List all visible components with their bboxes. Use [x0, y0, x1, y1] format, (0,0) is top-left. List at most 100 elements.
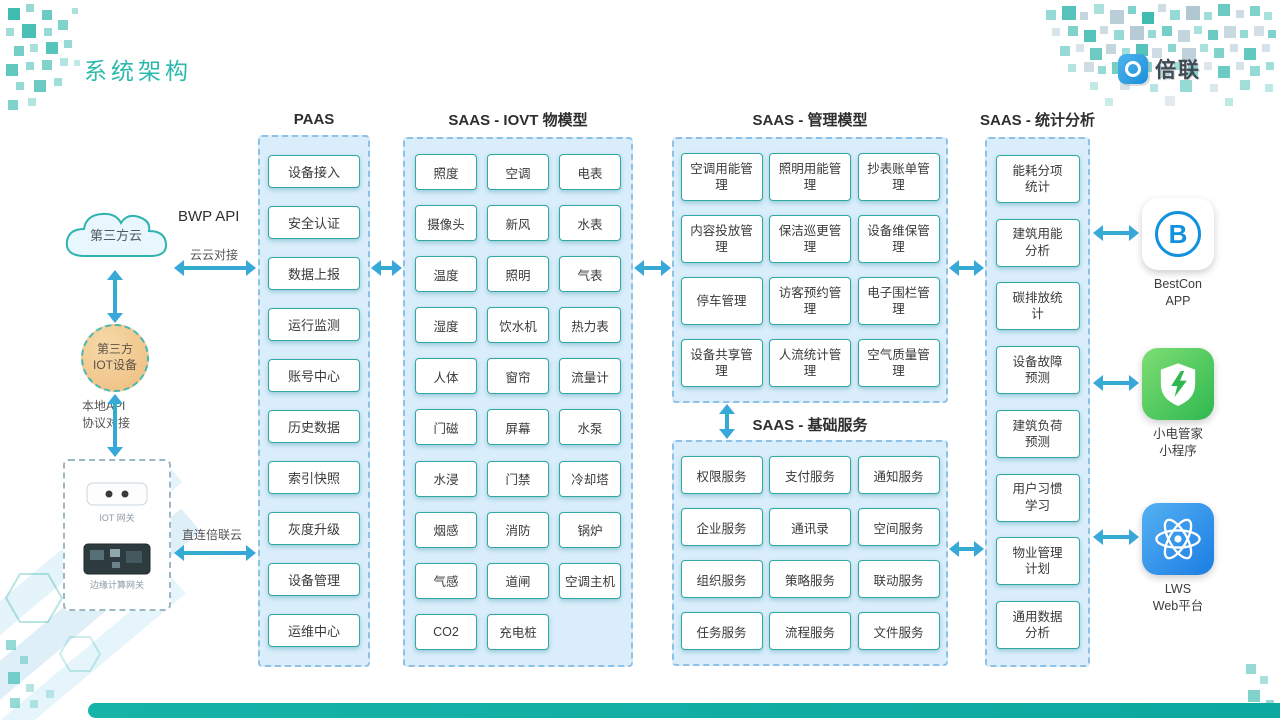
- mgmt-item: 空气质量管理: [857, 339, 940, 387]
- page-title: 系统架构: [84, 58, 192, 84]
- paas-panel: 设备接入安全认证数据上报运行监测账号中心历史数据索引快照灰度升级设备管理运维中心: [258, 135, 370, 667]
- arrow-mgmt-basic: [719, 404, 735, 439]
- stats-item: 建筑负荷预测: [995, 409, 1080, 458]
- bwp-api-label: BWP API: [178, 208, 240, 225]
- mgmt-item: 设备维保管理: [857, 215, 940, 263]
- mgmt-item: 空调用能管理: [680, 153, 763, 201]
- paas-item: 账号中心: [268, 359, 360, 392]
- brand-icon: [1118, 54, 1148, 84]
- gateway-box: IOT 网关 边缘计算网关: [63, 459, 171, 611]
- basic-item: 流程服务: [769, 612, 851, 650]
- bestcon-label-line2: APP: [1165, 293, 1191, 308]
- edge-gateway-label: 边缘计算网关: [89, 580, 144, 590]
- basic-panel: 权限服务支付服务通知服务企业服务通讯录空间服务组织服务策略服务联动服务任务服务流…: [672, 440, 948, 666]
- iovt-item: 烟感: [415, 511, 477, 548]
- paas-item: 设备管理: [268, 563, 360, 596]
- basic-item: 联动服务: [857, 560, 940, 598]
- stats-item: 设备故障预测: [995, 346, 1080, 395]
- paas-item: 安全认证: [268, 206, 360, 239]
- mgmt-item: 电子围栏管理: [857, 277, 940, 325]
- basic-item: 空间服务: [857, 508, 940, 546]
- iovt-item: 照明: [487, 256, 549, 293]
- iovt-item: 新风: [487, 205, 549, 242]
- iovt-header: SAAS - IOVT 物模型: [448, 112, 588, 129]
- iovt-item: 道闸: [487, 562, 549, 599]
- lws-label-line1: LWS: [1164, 582, 1192, 596]
- mgmt-header: SAAS - 管理模型: [752, 112, 868, 129]
- stats-header: SAAS - 统计分析: [980, 112, 1096, 129]
- paas-item: 设备接入: [268, 155, 360, 188]
- iovt-item: 屏幕: [487, 409, 549, 446]
- bestcon-app-icon: B: [1142, 198, 1214, 270]
- arrow-cloud-paas: [174, 260, 256, 276]
- basic-item: 策略服务: [769, 560, 851, 598]
- iovt-item: 冷却塔: [559, 460, 621, 497]
- iovt-item: 门禁: [487, 460, 549, 497]
- cloud-shape: [65, 212, 168, 257]
- iovt-item: 湿度: [415, 307, 477, 344]
- brand-name: 倍联: [1155, 59, 1201, 82]
- arrow-stats-lws: [1093, 529, 1139, 545]
- xiaodian-label-line1: 小电管家: [1152, 427, 1203, 441]
- iovt-panel: 照度空调电表摄像头新风水表温度照明气表湿度饮水机热力表人体窗帘流量计门磁屏幕水泵…: [403, 137, 633, 667]
- edge-gateway: 边缘计算网关: [82, 542, 152, 591]
- arrow-iovt-mgmt: [634, 260, 671, 276]
- paas-item: 运行监测: [268, 308, 360, 341]
- iovt-item: 电表: [559, 154, 621, 191]
- iovt-item: 充电桩: [487, 613, 549, 650]
- basic-item: 权限服务: [680, 456, 763, 494]
- shield-lightning-icon: [1160, 363, 1196, 406]
- bestcon-app-label: BestCon APP: [1138, 276, 1218, 310]
- stats-panel: 能耗分项统计建筑用能分析碳排放统计设备故障预测建筑负荷预测用户习惯学习物业管理计…: [985, 137, 1090, 667]
- iot-gateway-image: [86, 482, 148, 506]
- paas-item: 历史数据: [268, 410, 360, 443]
- bestcon-label-line1: BestCon: [1154, 277, 1202, 291]
- stats-item: 物业管理计划: [995, 537, 1080, 586]
- mgmt-item: 停车管理: [680, 277, 763, 325]
- arrow-stats-bestcon: [1093, 225, 1139, 241]
- iovt-item: 气感: [415, 562, 477, 599]
- local-api-line2: 协议对接: [82, 416, 131, 431]
- cloud-link-label: 云云对接: [190, 248, 239, 262]
- xiaodian-label-line2: 小程序: [1159, 443, 1197, 458]
- xiaodian-app-icon: [1142, 348, 1214, 420]
- arrow-gateway-paas: [174, 545, 256, 561]
- basic-item: 通知服务: [857, 456, 940, 494]
- paas-item: 灰度升级: [268, 512, 360, 545]
- atom-icon: [1155, 518, 1201, 560]
- paas-item: 索引快照: [268, 461, 360, 494]
- iovt-item: 摄像头: [415, 205, 477, 242]
- iovt-item: 照度: [415, 154, 477, 191]
- iot-device-line1: 第三方: [96, 342, 133, 357]
- basic-item: 企业服务: [680, 508, 763, 546]
- iovt-item: 水泵: [559, 409, 621, 446]
- arrow-mgmt-stats: [949, 260, 984, 276]
- paas-header: PAAS: [293, 111, 335, 128]
- cloud-label: 第三方云: [89, 228, 142, 243]
- iovt-item: 空调: [487, 154, 549, 191]
- iovt-item: 温度: [415, 256, 477, 293]
- stats-item: 建筑用能分析: [995, 218, 1080, 267]
- iovt-item: 锅炉: [559, 511, 621, 548]
- paas-item: 数据上报: [268, 257, 360, 290]
- iovt-item: 消防: [487, 511, 549, 548]
- brand-logo: 倍联: [1118, 54, 1201, 84]
- lws-app-icon: [1142, 503, 1214, 575]
- iovt-item: 饮水机: [487, 307, 549, 344]
- iovt-item: 气表: [559, 256, 621, 293]
- basic-item: 组织服务: [680, 560, 763, 598]
- arrow-basic-stats: [949, 541, 984, 557]
- iot-gateway-label: IOT 网关: [99, 513, 135, 523]
- arrow-stats-xiaodian: [1093, 375, 1139, 391]
- iovt-item: 门磁: [415, 409, 477, 446]
- mgmt-item: 内容投放管理: [680, 215, 763, 263]
- bottom-accent-bar: [88, 703, 1280, 718]
- mgmt-item: 设备共享管理: [680, 339, 763, 387]
- arrow-device-gateway: [107, 394, 123, 457]
- mgmt-item: 保洁巡更管理: [769, 215, 851, 263]
- mgmt-item: 抄表账单管理: [857, 153, 940, 201]
- iovt-item: 水表: [559, 205, 621, 242]
- iot-gateway: IOT 网关: [85, 479, 149, 524]
- third-party-iot-device: 第三方 IOT设备: [81, 324, 149, 392]
